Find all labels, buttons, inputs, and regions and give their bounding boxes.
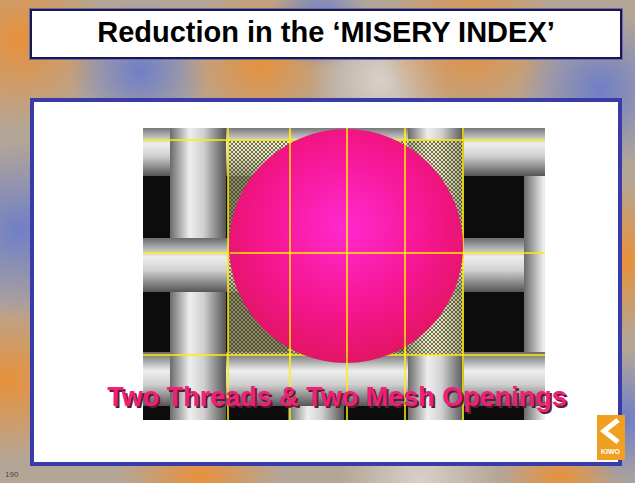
logo-text: KIWO xyxy=(601,448,620,455)
caption-text: Two Threads & Two Mesh Openings xyxy=(107,382,567,413)
slide-number: 190 xyxy=(5,470,18,479)
slide-title: Reduction in the ‘MISERY INDEX’ xyxy=(97,16,555,49)
